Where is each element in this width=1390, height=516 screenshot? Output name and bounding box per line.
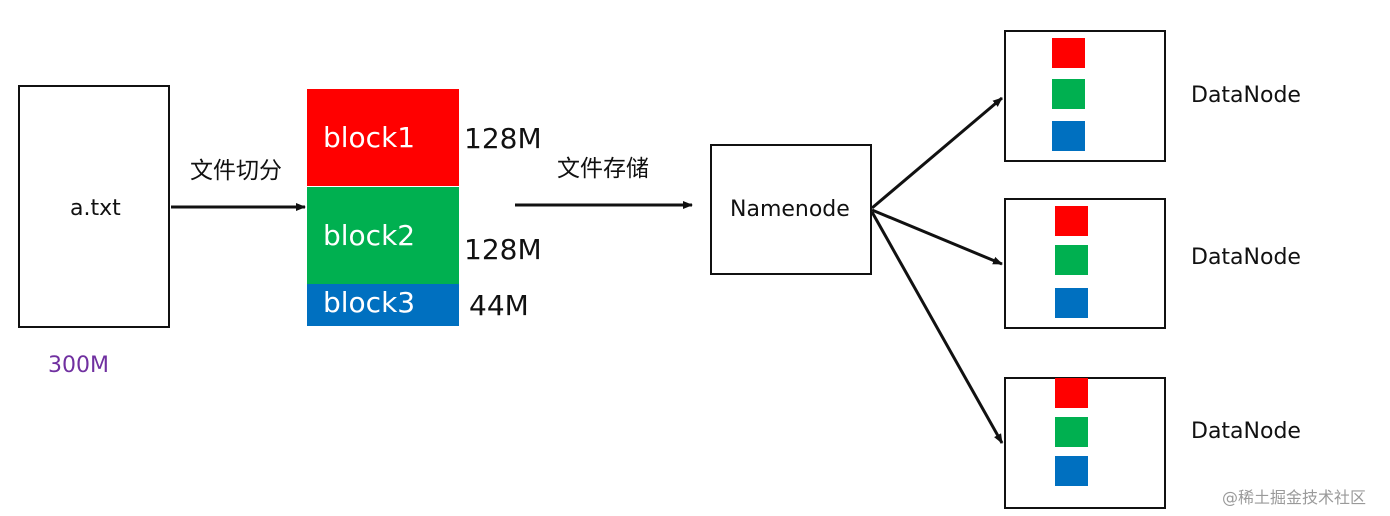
datanode-1-red-block [1052, 38, 1085, 68]
datanode-1-box [1004, 30, 1166, 162]
datanode-1-label: DataNode [1191, 83, 1301, 108]
block-1: block1 [307, 89, 459, 186]
file-size: 300M [48, 353, 109, 378]
datanode-3-blue-block [1055, 456, 1088, 486]
block-2-label: block2 [323, 219, 416, 252]
file-name: a.txt [70, 196, 121, 221]
block-2: block2 [307, 187, 459, 284]
datanode-1-green-block [1052, 79, 1085, 109]
block-1-size: 128M [464, 122, 542, 155]
block-2-size: 128M [464, 233, 542, 266]
namenode-box [710, 144, 872, 275]
datanode-1-blue-block [1052, 121, 1085, 151]
datanode-3-red-block [1055, 378, 1088, 408]
datanode-2-blue-block [1055, 288, 1088, 318]
file-box [18, 85, 170, 328]
block-3-label: block3 [323, 286, 416, 319]
namenode-to-datanode-3-arrow [870, 211, 1004, 444]
namenode-to-datanode-2-arrow [871, 208, 1003, 266]
watermark: @稀土掘金技术社区 [1222, 488, 1367, 507]
block-1-label: block1 [323, 121, 416, 154]
datanode-2-red-block [1055, 206, 1088, 236]
namenode-to-datanode-1-arrow [871, 96, 1003, 210]
namenode-label: Namenode [730, 197, 850, 222]
block-3-size: 44M [469, 289, 529, 322]
datanode-2-green-block [1055, 245, 1088, 275]
datanode-3-green-block [1055, 417, 1088, 447]
split-label: 文件切分 [190, 158, 282, 184]
block-3: block3 [307, 284, 459, 326]
datanode-3-label: DataNode [1191, 419, 1301, 444]
store-label: 文件存储 [557, 156, 649, 182]
datanode-2-label: DataNode [1191, 245, 1301, 270]
